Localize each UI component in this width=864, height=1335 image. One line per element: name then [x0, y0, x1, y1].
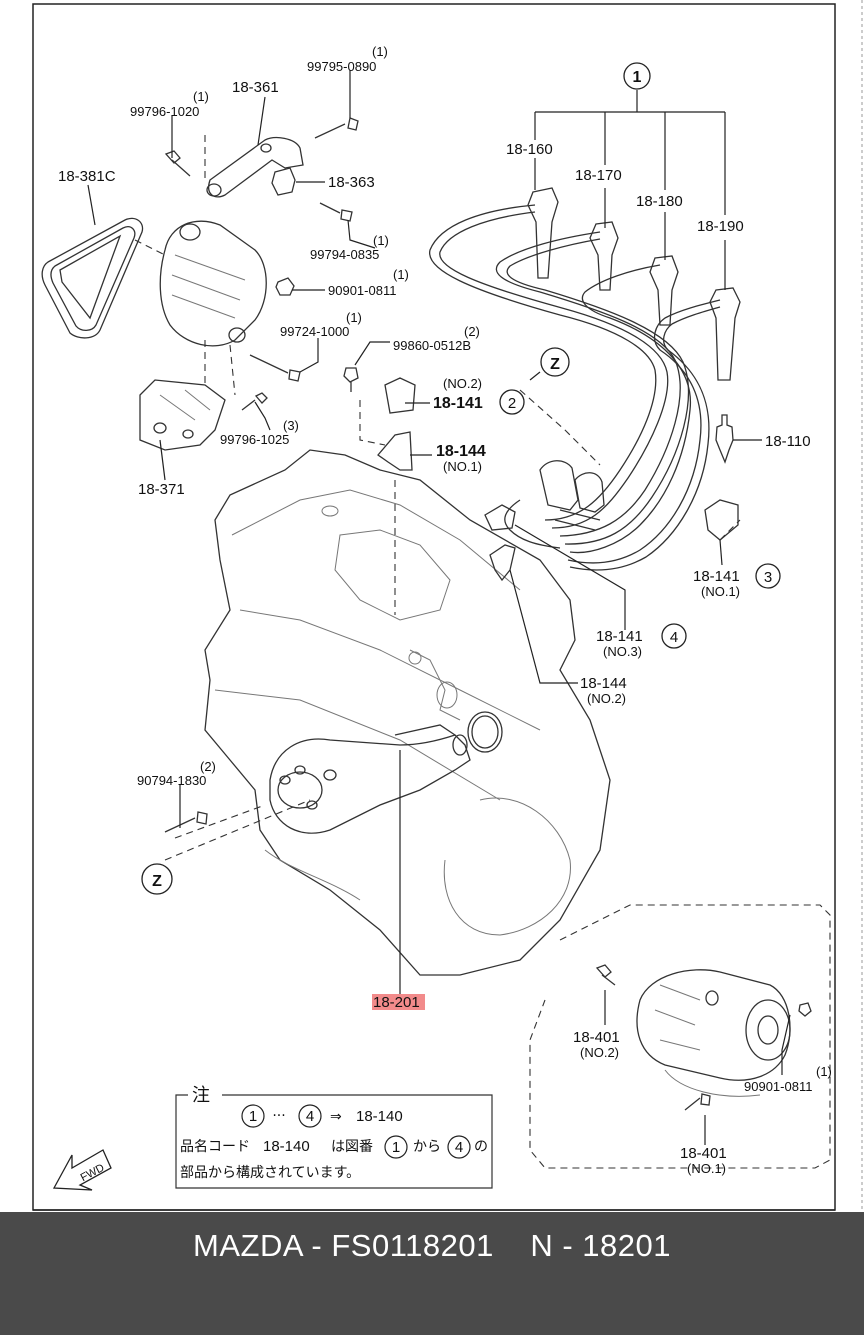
alternator — [159, 220, 267, 347]
engine-block — [204, 449, 611, 976]
label-99796-1020: 99796-1020 — [130, 104, 199, 119]
note-title: 注 — [192, 1085, 210, 1106]
svg-text:18-140: 18-140 — [263, 1138, 310, 1155]
svg-text:(NO.1): (NO.1) — [687, 1161, 726, 1176]
note-box: 注 1 ··· 4 ⇒ 18-140 品名コード 18-140 は図番 1 から… — [175, 1085, 493, 1189]
spark-plug-wires — [429, 204, 721, 571]
label-18-141-no1: 18-141 — [693, 568, 740, 585]
svg-text:Z: Z — [550, 356, 560, 373]
svg-text:4: 4 — [306, 1108, 314, 1125]
svg-text:(1): (1) — [816, 1064, 832, 1079]
label-99724-1000: 99724-1000 — [280, 324, 349, 339]
label-18-180: 18-180 — [636, 193, 683, 210]
svg-text:(1): (1) — [372, 44, 388, 59]
svg-text:(NO.2): (NO.2) — [580, 1045, 619, 1060]
svg-text:品名コード: 品名コード — [180, 1139, 250, 1155]
label-18-201: 18-201 — [373, 994, 420, 1011]
bracket-18-371 — [139, 379, 226, 451]
note-arrow: ⇒ — [330, 1109, 342, 1125]
svg-text:(1): (1) — [373, 233, 389, 248]
svg-text:2: 2 — [508, 395, 516, 412]
svg-text:(NO.2): (NO.2) — [443, 376, 482, 391]
label-18-144-no1: 18-144 — [436, 443, 486, 460]
callout-3: 3 — [755, 563, 781, 589]
svg-text:から: から — [413, 1139, 441, 1155]
label-90794-1830: 90794-1830 — [137, 773, 206, 788]
highlight-18-201 — [372, 994, 425, 1010]
svg-text:1: 1 — [249, 1108, 257, 1125]
footer-bar: MAZDA - FS0118201 N - 18201 — [0, 1212, 864, 1335]
adjuster-18-363 — [271, 167, 296, 196]
drive-belt — [41, 217, 144, 339]
scrollbar[interactable] — [854, 0, 864, 1212]
label-18-361: 18-361 — [232, 79, 279, 96]
bracket-18-361 — [206, 137, 304, 198]
callout-4: 4 — [661, 623, 687, 649]
callout-z-bottom: Z — [141, 863, 173, 895]
label-18-381c: 18-381C — [58, 168, 116, 185]
wire-connector-bundle — [539, 460, 605, 531]
label-18-141-no3: 18-141 — [596, 628, 643, 645]
svg-text:1: 1 — [633, 69, 642, 86]
svg-text:Z: Z — [152, 873, 162, 890]
svg-text:4: 4 — [670, 629, 678, 646]
label-18-401-no1: 18-401 — [680, 1145, 727, 1162]
label-18-371: 18-371 — [138, 481, 185, 498]
parts-diagram: 1 Z 2 3 4 Z 18-361 (1) 99795-0890 (1) 99… — [32, 3, 836, 1211]
o-ring — [467, 711, 503, 753]
svg-text:(1): (1) — [393, 267, 409, 282]
label-18-363: 18-363 — [328, 174, 375, 191]
note-range-dots: ··· — [272, 1108, 285, 1124]
svg-text:(1): (1) — [193, 89, 209, 104]
svg-text:は図番: は図番 — [331, 1139, 373, 1155]
svg-text:(NO.3): (NO.3) — [603, 644, 642, 659]
svg-text:4: 4 — [455, 1139, 463, 1156]
svg-text:(NO.1): (NO.1) — [443, 459, 482, 474]
callout-1-top: 1 — [623, 62, 651, 90]
svg-text:(2): (2) — [200, 759, 216, 774]
svg-text:部品から構成されています。: 部品から構成されています。 — [180, 1165, 360, 1181]
callout-z-top: Z — [540, 347, 570, 377]
label-99796-1025: 99796-1025 — [220, 432, 289, 447]
label-18-144-no2: 18-144 — [580, 675, 627, 692]
label-99860-0512b: 99860-0512B — [393, 338, 471, 353]
dashed-guides — [134, 135, 831, 1169]
label-99795-0890: 99795-0890 — [307, 59, 376, 74]
svg-text:3: 3 — [764, 569, 772, 586]
label-18-401-no2: 18-401 — [573, 1029, 620, 1046]
part-labels: 18-361 (1) 99795-0890 (1) 99796-1020 18-… — [58, 44, 832, 1176]
label-90901-0811-bottom: 90901-0811 — [744, 1079, 812, 1094]
svg-text:(NO.1): (NO.1) — [701, 584, 740, 599]
label-99794-0835: 99794-0835 — [310, 247, 379, 262]
svg-text:(3): (3) — [283, 418, 299, 433]
plug-boots — [527, 187, 741, 381]
svg-text:の: の — [474, 1139, 488, 1155]
distributor — [269, 724, 471, 834]
label-18-110: 18-110 — [765, 433, 811, 450]
part-number-caption: MAZDA - FS0118201 N - 18201 — [193, 1228, 671, 1263]
label-18-190: 18-190 — [697, 218, 744, 235]
leader-lines — [87, 70, 791, 1145]
fwd-arrow-icon: FWD — [52, 1149, 112, 1191]
label-18-170: 18-170 — [575, 167, 622, 184]
svg-text:1: 1 — [392, 1139, 400, 1156]
callout-2: 2 — [499, 389, 525, 415]
label-18-160: 18-160 — [506, 141, 553, 158]
svg-text:(2): (2) — [464, 324, 480, 339]
diagram-frame — [32, 3, 836, 1211]
spark-plug — [715, 414, 734, 464]
starter-motor — [636, 969, 791, 1097]
bolt-icons — [164, 117, 812, 1111]
label-90901-0811-top: 90901-0811 — [328, 283, 396, 298]
svg-text:(1): (1) — [346, 310, 362, 325]
note-set-code: 18-140 — [356, 1108, 403, 1125]
label-18-141-no2: 18-141 — [433, 395, 483, 412]
svg-text:(NO.2): (NO.2) — [587, 691, 626, 706]
clips — [377, 377, 739, 582]
